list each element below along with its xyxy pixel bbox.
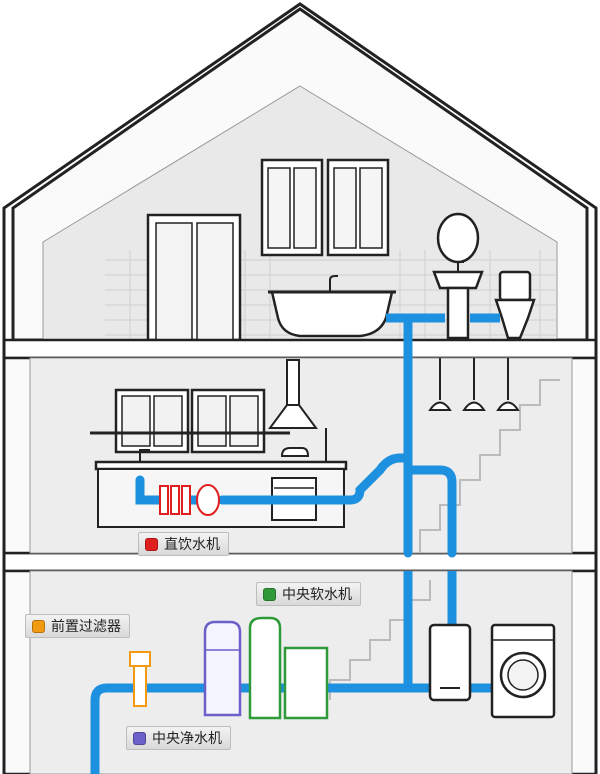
direct-drinking-filter	[159, 484, 220, 516]
attic-window-right	[326, 158, 390, 257]
label-text: 直饮水机	[164, 537, 220, 553]
green-square-icon	[263, 587, 276, 601]
toilet	[494, 270, 536, 340]
label-central-softener: 中央软水机	[256, 582, 361, 606]
pre-filter-device	[129, 651, 151, 707]
central-softener-device	[248, 616, 329, 720]
label-text: 中央净水机	[152, 731, 222, 747]
pedestal-sink	[432, 261, 484, 340]
red-square-icon	[145, 537, 158, 551]
orange-square-icon	[32, 619, 45, 633]
central-purifier-device	[203, 620, 242, 717]
mirror	[436, 212, 480, 264]
label-text: 前置过滤器	[51, 619, 121, 635]
attic-door	[146, 213, 242, 342]
pendant-lamps	[428, 358, 520, 411]
label-direct-drinking: 直饮水机	[138, 532, 229, 556]
label-text: 中央软水机	[282, 587, 352, 603]
label-central-purifier: 中央净水机	[126, 726, 231, 750]
staircase	[329, 379, 560, 700]
attic	[11, 7, 589, 342]
washing-machine	[490, 623, 556, 719]
water-heater	[428, 623, 472, 702]
bathtub	[268, 275, 396, 338]
attic-window-left	[260, 158, 324, 257]
label-pre-filter: 前置过滤器	[25, 614, 130, 638]
attic-pipe	[386, 313, 500, 340]
purple-square-icon	[133, 731, 146, 745]
